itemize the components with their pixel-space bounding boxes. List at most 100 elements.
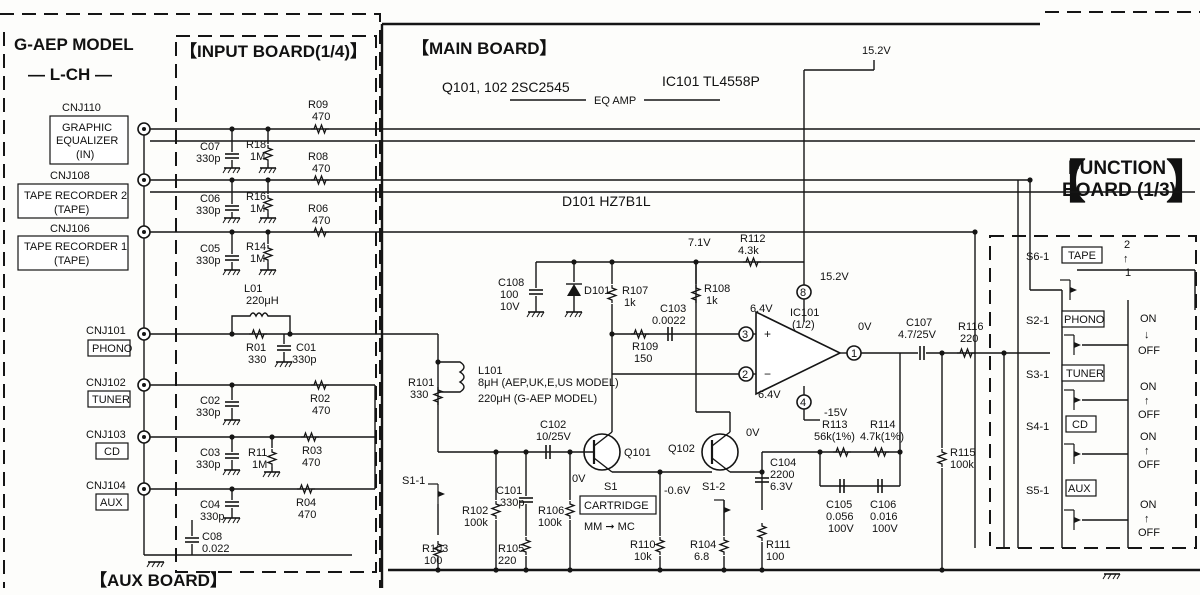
svg-text:R04: R04 [296, 497, 316, 509]
svg-text:3: 3 [742, 329, 748, 341]
svg-text:Q101: Q101 [624, 447, 651, 459]
svg-text:C105: C105 [826, 499, 852, 511]
svg-text:330p: 330p [196, 255, 220, 267]
connector-label-cnj102: CNJ102 [86, 377, 126, 389]
svg-text:1: 1 [1125, 267, 1131, 279]
svg-text:100k: 100k [950, 459, 974, 471]
svg-text:0.016: 0.016 [870, 511, 898, 523]
svg-text:C05: C05 [200, 243, 220, 255]
svg-text:470: 470 [312, 215, 330, 227]
svg-text:C08: C08 [202, 531, 222, 543]
input-phono-label: PHONO [92, 343, 133, 355]
board-borders [0, 11, 1200, 588]
svg-text:S4-1: S4-1 [1026, 421, 1049, 433]
svg-text:0V: 0V [746, 427, 760, 439]
svg-text:R115: R115 [950, 447, 975, 459]
svg-text:Q102: Q102 [668, 443, 695, 455]
voltage-labels: 15.2V 15.2V 7.1V 6.4V 6.4V 0V -15V 0V 0V… [572, 45, 891, 497]
ic-pin-4 [796, 394, 812, 410]
svg-text:1k: 1k [624, 297, 636, 309]
input-tuner-label: TUNER [92, 394, 130, 406]
svg-text:C04: C04 [200, 499, 220, 511]
svg-text:330: 330 [248, 354, 266, 366]
svg-text:100: 100 [500, 289, 518, 301]
input-box-aux [95, 493, 129, 511]
svg-text:C106: C106 [870, 499, 896, 511]
svg-text:C06: C06 [200, 193, 220, 205]
svg-text:6.3V: 6.3V [770, 481, 793, 493]
svg-text:C102: C102 [540, 419, 566, 431]
svg-text:R114: R114 [870, 419, 895, 431]
main-board-label: 【MAIN BOARD】 [412, 38, 557, 58]
svg-text:R16: R16 [246, 191, 266, 203]
svg-text:R11: R11 [248, 447, 267, 459]
svg-text:R108: R108 [704, 283, 730, 295]
ic101-opamp-symbol [755, 310, 842, 396]
svg-text:C03: C03 [200, 447, 220, 459]
svg-text:4.7/25V: 4.7/25V [898, 329, 937, 341]
svg-text:330p: 330p [196, 407, 220, 419]
svg-text:470: 470 [312, 405, 330, 417]
svg-text:C02: C02 [200, 395, 220, 407]
input-cd-label: CD [104, 446, 120, 458]
svg-text:56k(1%): 56k(1%) [814, 431, 855, 443]
input-box-graphic-eq [49, 115, 129, 165]
svg-text:C101: C101 [496, 485, 522, 497]
svg-text:R105: R105 [498, 543, 524, 555]
svg-text:ON: ON [1140, 381, 1157, 393]
svg-text:R18: R18 [246, 139, 266, 151]
input-box-tape1 [17, 235, 129, 271]
svg-text:R109: R109 [632, 341, 658, 353]
svg-text:330: 330 [410, 389, 428, 401]
function-bracket: 【 [1040, 156, 1086, 208]
svg-text:10V: 10V [500, 301, 520, 313]
svg-text:4.3k: 4.3k [738, 245, 759, 257]
connector-label-cnj108: CNJ108 [50, 170, 90, 182]
svg-text:(1/2): (1/2) [792, 319, 815, 331]
transistor-type-label: Q101, 102 2SC2545 [442, 79, 570, 95]
svg-text:R01: R01 [246, 342, 266, 354]
svg-text:220μH (G-AEP MODEL): 220μH (G-AEP MODEL) [478, 393, 597, 405]
svg-text:0V: 0V [858, 321, 872, 333]
svg-text:100V: 100V [828, 523, 854, 535]
function-board-label-2: BOARD (1/3) [1062, 180, 1176, 201]
svg-text:R111: R111 [766, 539, 791, 551]
svg-text:0.022: 0.022 [202, 543, 230, 555]
svg-text:TAPE: TAPE [1068, 250, 1096, 262]
svg-text:R116: R116 [958, 321, 983, 333]
svg-text:ON: ON [1140, 431, 1157, 443]
svg-text:C107: C107 [906, 317, 932, 329]
input-tape2-l1: TAPE RECORDER 2 [24, 190, 127, 202]
svg-text:R08: R08 [308, 151, 328, 163]
svg-text:R110: R110 [630, 539, 655, 551]
ic-pin-1 [846, 345, 862, 361]
jack-cnj108 [137, 173, 151, 187]
ic-pin-2 [738, 366, 754, 382]
svg-text:R107: R107 [622, 285, 648, 297]
svg-text:150: 150 [634, 353, 652, 365]
svg-text:220: 220 [498, 555, 516, 567]
svg-text:R106: R106 [538, 505, 564, 517]
svg-text:2200: 2200 [770, 469, 794, 481]
input-graphic-l1: GRAPHIC [62, 122, 112, 134]
model-label: G-AEP MODEL [14, 35, 134, 54]
svg-text:-15V: -15V [824, 407, 848, 419]
input-box-phono [87, 339, 131, 357]
channel-label: — L-CH — [28, 65, 112, 84]
function-switch-cd-box [1065, 415, 1097, 433]
svg-text:2: 2 [1124, 239, 1130, 251]
svg-text:S5-1: S5-1 [1026, 485, 1049, 497]
connector-label-cnj104: CNJ104 [86, 480, 126, 492]
svg-text:330p: 330p [196, 459, 220, 471]
svg-text:1M: 1M [250, 253, 265, 265]
svg-text:0.056: 0.056 [826, 511, 854, 523]
svg-text:15.2V: 15.2V [862, 45, 891, 57]
input-box-tuner [87, 390, 131, 408]
input-graphic-l3: (IN) [76, 149, 94, 161]
svg-text:330p: 330p [292, 354, 316, 366]
svg-text:100k: 100k [464, 517, 488, 529]
svg-text:8: 8 [800, 287, 806, 299]
svg-text:OFF: OFF [1138, 527, 1160, 539]
svg-text:R06: R06 [308, 203, 328, 215]
connector-label-cnj101: CNJ101 [86, 325, 126, 337]
